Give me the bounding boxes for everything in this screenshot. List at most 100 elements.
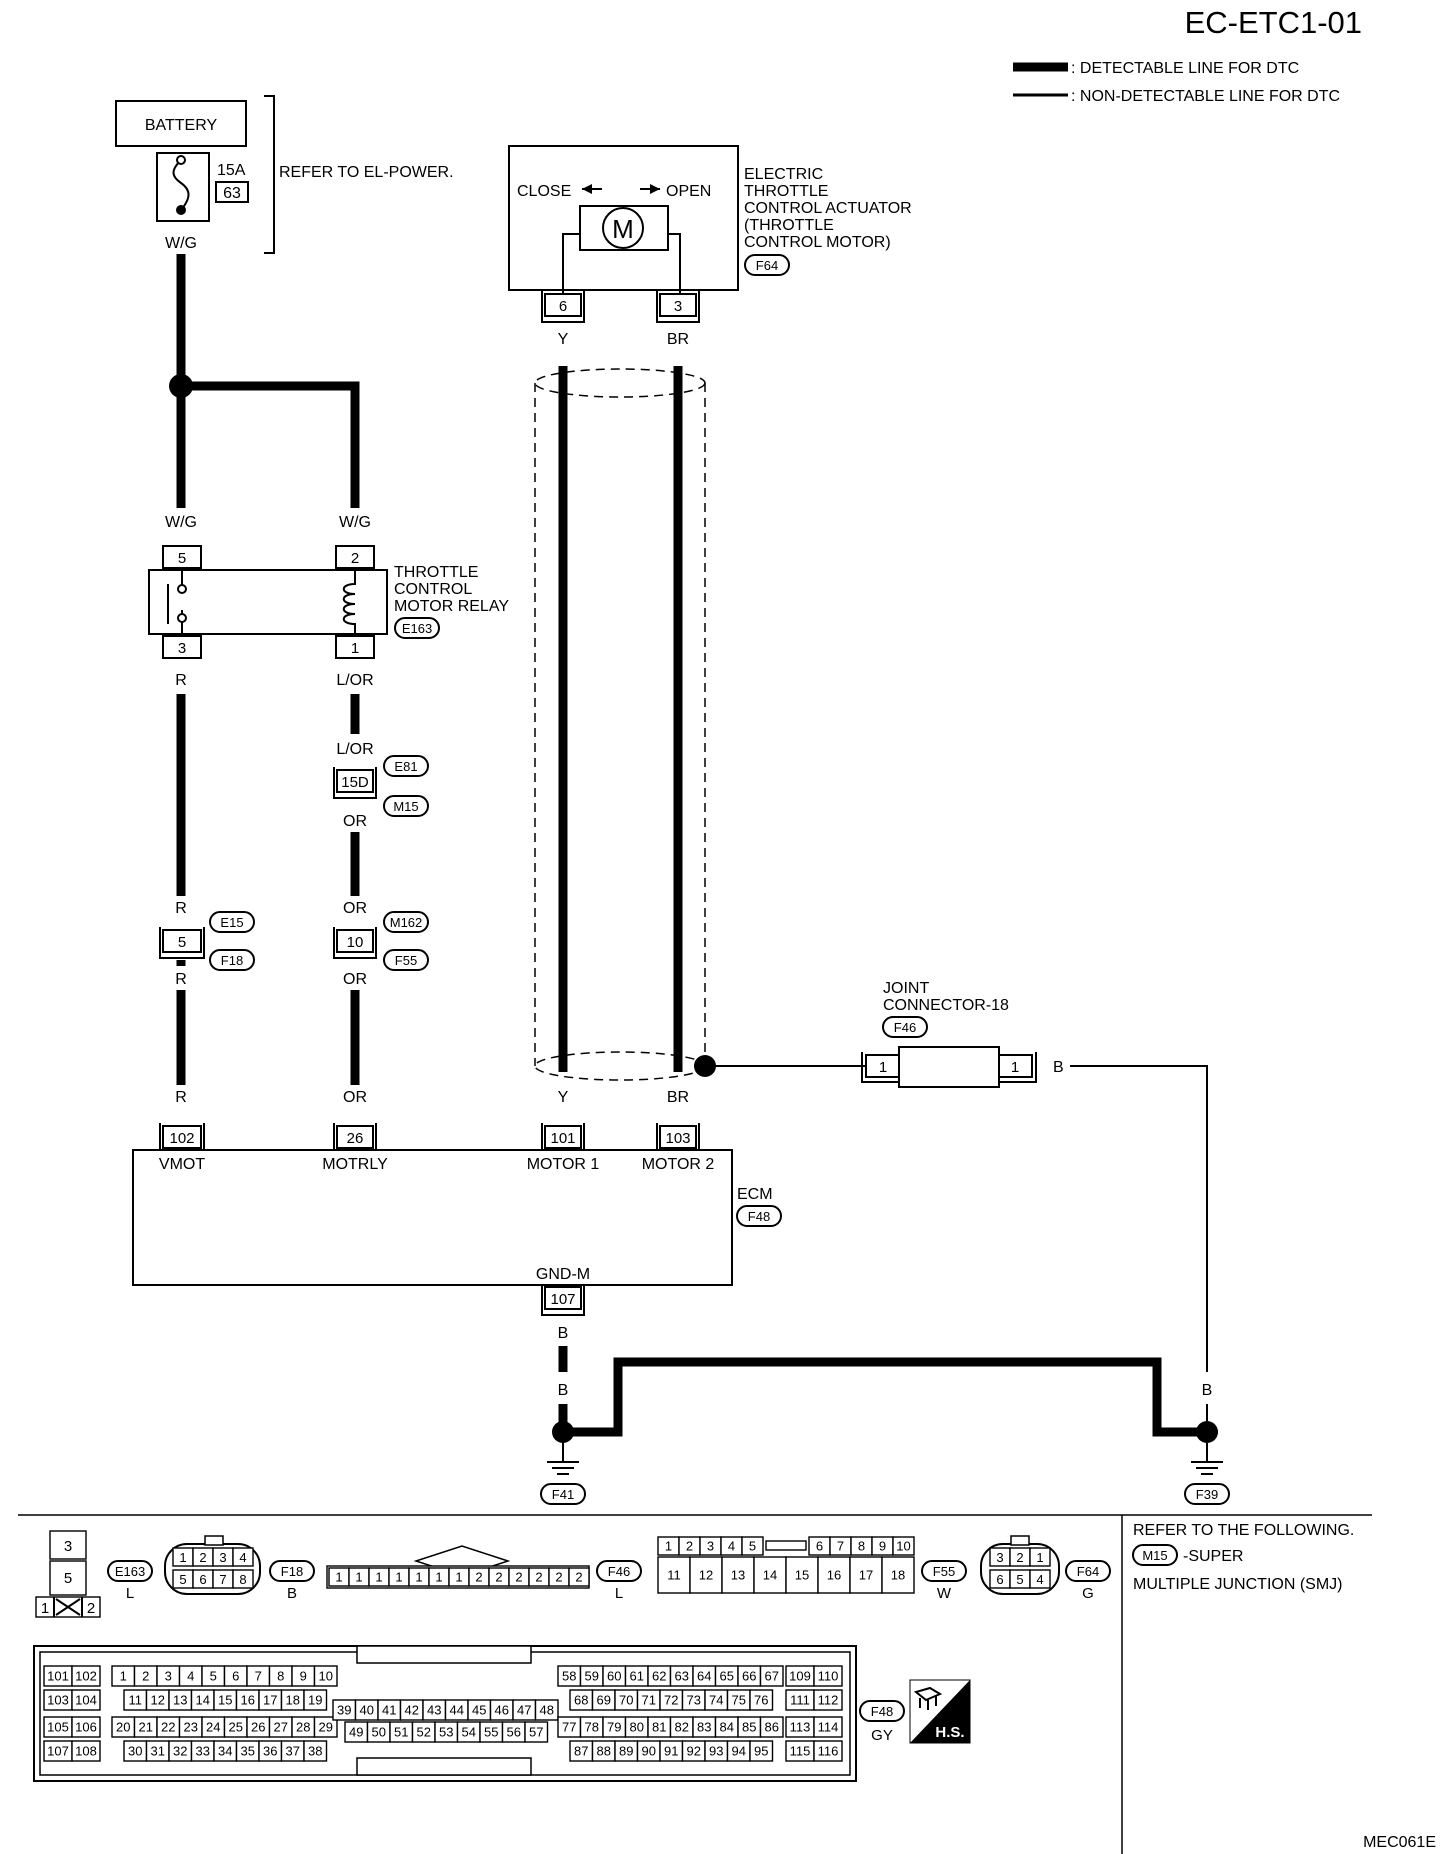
f55-terminal (785, 1556, 819, 1594)
f48-terminal-label: 67 (765, 1669, 779, 1684)
diagram-title: EC-ETC1-01 (1185, 5, 1362, 40)
f48-terminal-label: 26 (251, 1720, 265, 1735)
f48-terminal-label: 88 (597, 1744, 611, 1759)
f48-terminal-label: 42 (405, 1703, 419, 1718)
relay-wire-tl: W/G (165, 514, 197, 531)
f48-terminal-label: 64 (697, 1669, 711, 1684)
svg-text:6: 6 (199, 1572, 206, 1587)
svg-text:26: 26 (347, 1130, 364, 1147)
f48-terminal-label: 29 (319, 1720, 333, 1735)
f55-terminal-label: 10 (896, 1539, 910, 1554)
ecm-label-motor1: MOTOR 1 (527, 1156, 600, 1173)
relay-name-1: THROTTLE (394, 564, 478, 581)
f48-terminal (71, 1689, 101, 1711)
svg-text:3: 3 (996, 1550, 1003, 1565)
f48-terminal-label: 38 (308, 1744, 322, 1759)
f48-terminal-label: 3 (165, 1669, 172, 1684)
relay-pin-5: 5 (162, 545, 202, 569)
f48-terminal-label: 47 (517, 1703, 531, 1718)
joint-connector-tag (882, 1016, 928, 1038)
f48-terminal (71, 1740, 101, 1762)
svg-text:2: 2 (1016, 1550, 1023, 1565)
f48-terminal-label: 9 (300, 1669, 307, 1684)
f48-terminal-label: 12 (151, 1693, 165, 1708)
f48-terminal (759, 1716, 784, 1738)
f48-terminal-label: 48 (540, 1703, 554, 1718)
f48-terminal-label: 101 (47, 1669, 69, 1684)
actuator-wire-y: Y (558, 331, 569, 348)
f48-terminal (759, 1665, 784, 1687)
f48-terminal-label: 57 (529, 1725, 543, 1740)
inline-connector-15d: 15D (333, 767, 377, 799)
f48-terminal-label: 65 (720, 1669, 734, 1684)
f55-terminal (892, 1536, 915, 1556)
svg-text:3: 3 (178, 640, 186, 657)
svg-text:5: 5 (64, 1570, 72, 1587)
svg-text:M15: M15 (393, 799, 418, 814)
svg-text:F64: F64 (756, 258, 778, 273)
ecm-wire-motrly: OR (343, 1089, 367, 1106)
svg-text:L: L (126, 1585, 134, 1602)
f48-terminal-label: 86 (765, 1720, 779, 1735)
close-arrow-icon (582, 184, 592, 194)
f55-terminal-label: 4 (728, 1539, 735, 1554)
f46-terminal-label: 2 (575, 1570, 582, 1585)
f48-terminal-label: 31 (151, 1744, 165, 1759)
f48-terminal-label: 106 (75, 1720, 97, 1735)
svg-text:F41: F41 (552, 1487, 574, 1502)
f48-terminal-label: 35 (241, 1744, 255, 1759)
f48-terminal-label: 44 (450, 1703, 464, 1718)
f48-terminal (749, 1689, 774, 1711)
f48-terminal-label: 89 (619, 1744, 633, 1759)
svg-text:1: 1 (879, 1059, 887, 1076)
ecm-name: ECM (737, 1186, 773, 1203)
f48-terminal-label: 61 (630, 1669, 644, 1684)
f48-terminal-label: 17 (263, 1693, 277, 1708)
f46-terminal-label: 1 (455, 1570, 462, 1585)
actuator-connector-tag (744, 254, 790, 276)
f48-terminal (303, 1689, 328, 1711)
ecm-pin-103: 103 (656, 1123, 700, 1150)
actuator-name-1: ELECTRIC (744, 166, 823, 183)
f48-terminal-label: 4 (187, 1669, 194, 1684)
f48-terminal-label: 74 (709, 1693, 723, 1708)
inline-right-tag-bottom (383, 949, 429, 971)
ecm-wire-vmot: R (175, 1089, 187, 1106)
svg-text:6: 6 (559, 298, 567, 315)
svg-text:107: 107 (550, 1291, 575, 1308)
svg-text:F18: F18 (281, 1564, 303, 1579)
svg-text:GY: GY (871, 1727, 893, 1744)
wire-ground-link (563, 1357, 1207, 1437)
f48-terminal (524, 1721, 549, 1743)
f48-terminal-label: 75 (732, 1693, 746, 1708)
f48-terminal-label: 51 (394, 1725, 408, 1740)
relay-wire-bl: R (175, 672, 187, 689)
f48-terminal-label: 69 (597, 1693, 611, 1708)
f48-terminal (749, 1740, 774, 1762)
svg-text:1: 1 (1011, 1059, 1019, 1076)
f55-terminal-label: 11 (667, 1568, 681, 1583)
svg-text:H.S.: H.S. (935, 1724, 964, 1741)
joint-name-2: CONNECTOR-18 (883, 997, 1009, 1014)
relay-coil-icon (342, 570, 356, 634)
svg-text:6: 6 (996, 1572, 1003, 1587)
f55-terminal (657, 1556, 691, 1594)
f55-terminal-label: 12 (699, 1568, 713, 1583)
f48-terminal-label: 82 (675, 1720, 689, 1735)
f55-terminal-label: 9 (879, 1539, 886, 1554)
f48-terminal (813, 1716, 843, 1738)
motor-icon (602, 207, 644, 249)
f48-terminal-label: 84 (720, 1720, 734, 1735)
f55-terminal-label: 2 (686, 1539, 693, 1554)
f55-terminal-label: 1 (665, 1539, 672, 1554)
f48-terminal-label: 105 (47, 1720, 69, 1735)
inline-mid-tag-bottom (383, 795, 429, 817)
battery-box (115, 100, 247, 147)
f48-terminal-label: 13 (173, 1693, 187, 1708)
f48-terminal-label: 41 (382, 1703, 396, 1718)
f48-terminal-label: 10 (319, 1669, 333, 1684)
f48-terminal-label: 1 (120, 1669, 127, 1684)
f48-terminal-label: 107 (47, 1744, 69, 1759)
svg-text:1: 1 (41, 1600, 49, 1617)
